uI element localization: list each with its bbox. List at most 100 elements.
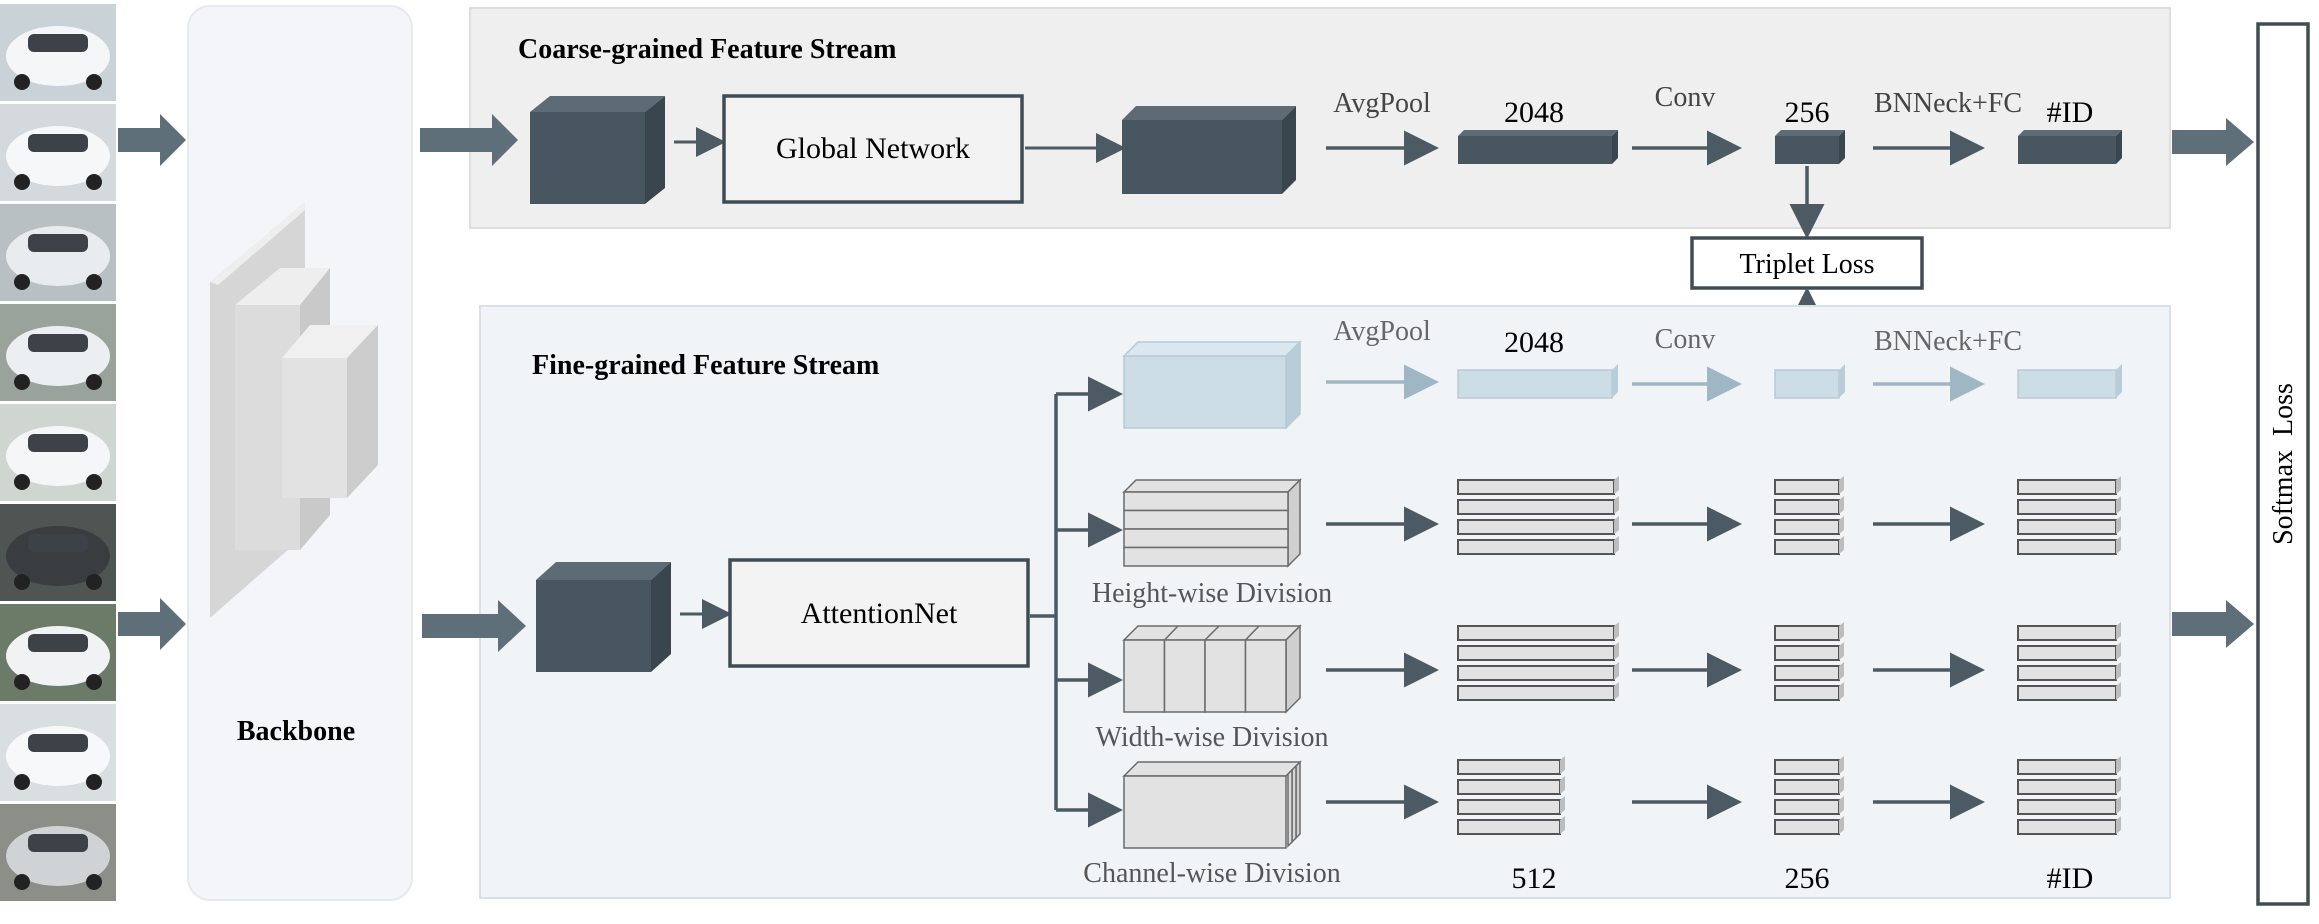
part-vector-stripe: [2017, 645, 2117, 661]
coarse-avgpool-label: AvgPool: [1333, 88, 1431, 119]
part-vector-stripe: [1457, 759, 1561, 775]
branch-connector: [1030, 376, 1123, 828]
softmax-loss-label: Softmax Loss: [2268, 383, 2299, 545]
vehicle-image: [0, 304, 116, 401]
part-vector-stripe: [1774, 479, 1840, 495]
attentionnet-label: AttentionNet: [801, 597, 958, 630]
part-vector-stripe: [1774, 819, 1840, 835]
backbone-label: Backbone: [237, 716, 355, 747]
channel-wise-label: Channel-wise Division: [1083, 858, 1340, 889]
part-vector-stripe: [1774, 685, 1840, 701]
coarse-vector-2048: [1458, 130, 1618, 164]
fine-dim-512: 512: [1512, 862, 1557, 895]
fine-global-feature-map: [1122, 340, 1302, 430]
triplet-loss: Triplet Loss: [1690, 166, 1924, 366]
coarse-bnneck-label: BNNeck+FC: [1874, 88, 2022, 119]
fine-global-vector-id: [2017, 364, 2122, 399]
fine-dim-2048: 2048: [1504, 326, 1564, 359]
part-vector-stripe: [1774, 799, 1840, 815]
triplet-loss-box: [1690, 236, 1924, 290]
global-network-label: Global Network: [776, 132, 970, 165]
backbone-panel: Backbone: [187, 5, 413, 901]
channel-wise-vectors-id: [2017, 756, 2121, 835]
fine-output-arrow: [2172, 600, 2254, 648]
coarse-conv-label: Conv: [1655, 82, 1716, 113]
part-vector-stripe: [1457, 665, 1615, 681]
attentionnet-box: [728, 558, 1030, 668]
fine-global-branch: AvgPool 2048 Conv BNNeck+FC: [1122, 316, 2122, 430]
fine-global-vector-2048: [1457, 364, 1618, 399]
height-wise-vectors-id: [2017, 476, 2121, 555]
vehicle-image: [0, 604, 116, 701]
part-vector-stripe: [1774, 645, 1840, 661]
fine-bnneck-label: BNNeck+FC: [1874, 326, 2022, 357]
channel-wise-branch: Channel-wise Division 512 256 #ID: [1083, 756, 2121, 895]
coarse-stream-title: Coarse-grained Feature Stream: [518, 34, 896, 65]
width-wise-vectors-256: [1774, 622, 1844, 701]
part-vector-stripe: [1457, 519, 1615, 535]
vehicle-image: [0, 404, 116, 501]
part-vector-stripe: [1457, 625, 1615, 641]
part-vector-stripe: [1457, 685, 1615, 701]
part-vector-stripe: [1457, 779, 1561, 795]
coarse-stream-panel: Coarse-grained Feature Stream Global Net…: [420, 7, 2171, 229]
part-vector-stripe: [1774, 759, 1840, 775]
input-images: [0, 4, 116, 901]
part-vector-stripe: [2017, 539, 2117, 555]
fine-stream-title: Fine-grained Feature Stream: [532, 350, 879, 381]
part-vector-stripe: [2017, 479, 2117, 495]
coarse-vector-256: [1775, 130, 1845, 164]
part-vector-stripe: [2017, 799, 2117, 815]
channel-wise-feature-map: [1122, 760, 1302, 849]
part-vector-stripe: [2017, 625, 2117, 641]
part-vector-stripe: [2017, 499, 2117, 515]
height-wise-vectors-256: [1774, 476, 1844, 555]
coarse-feature-map-1: [530, 96, 665, 204]
vehicle-image: [0, 204, 116, 301]
part-vector-stripe: [1774, 779, 1840, 795]
part-vector-stripe: [1457, 799, 1561, 815]
coarse-vector-id: [2018, 130, 2122, 164]
height-wise-vectors-2048: [1457, 476, 1619, 555]
part-vector-stripe: [2017, 685, 2117, 701]
channel-wise-vectors-512: [1457, 756, 1565, 835]
softmax-loss: Softmax Loss: [2256, 22, 2310, 906]
part-vector-stripe: [2017, 665, 2117, 681]
part-vector-stripe: [1774, 539, 1840, 555]
height-wise-label: Height-wise Division: [1092, 578, 1332, 609]
fine-avgpool-label: AvgPool: [1333, 316, 1431, 347]
triplet-loss-label: Triplet Loss: [1739, 249, 1874, 280]
height-wise-feature-map: [1122, 478, 1302, 568]
height-wise-branch: Height-wise Division: [1092, 476, 2121, 609]
width-wise-feature-map: [1122, 624, 1302, 714]
part-vector-stripe: [2017, 779, 2117, 795]
part-vector-stripe: [1774, 625, 1840, 641]
channel-wise-vectors-256: [1774, 756, 1844, 835]
vehicle-image: [0, 4, 116, 101]
coarse-feature-map-2: [1122, 106, 1296, 194]
part-vector-stripe: [1457, 479, 1615, 495]
coarse-id-label: #ID: [2047, 96, 2094, 129]
width-wise-label: Width-wise Division: [1096, 722, 1329, 753]
part-vector-stripe: [2017, 819, 2117, 835]
fine-id-label: #ID: [2047, 862, 2094, 895]
width-wise-branch: Width-wise Division: [1096, 622, 2121, 753]
fine-conv-label: Conv: [1655, 324, 1716, 355]
vehicle-image: [0, 704, 116, 801]
part-vector-stripe: [1774, 519, 1840, 535]
fine-global-vector-256: [1774, 364, 1845, 399]
vehicle-image: [0, 104, 116, 201]
vehicle-image: [0, 804, 116, 901]
width-wise-vectors-id: [2017, 622, 2121, 701]
coarse-dim-2048: 2048: [1504, 96, 1564, 129]
part-vector-stripe: [1774, 499, 1840, 515]
fine-feature-map: [536, 562, 671, 672]
vehicle-image: [0, 504, 116, 601]
softmax-loss-box: [2256, 22, 2310, 906]
part-vector-stripe: [1457, 539, 1615, 555]
part-vector-stripe: [1457, 645, 1615, 661]
width-wise-vectors-2048: [1457, 622, 1619, 701]
fine-stream-panel: Fine-grained Feature Stream AttentionNet: [422, 305, 2171, 899]
part-vector-stripe: [2017, 759, 2117, 775]
